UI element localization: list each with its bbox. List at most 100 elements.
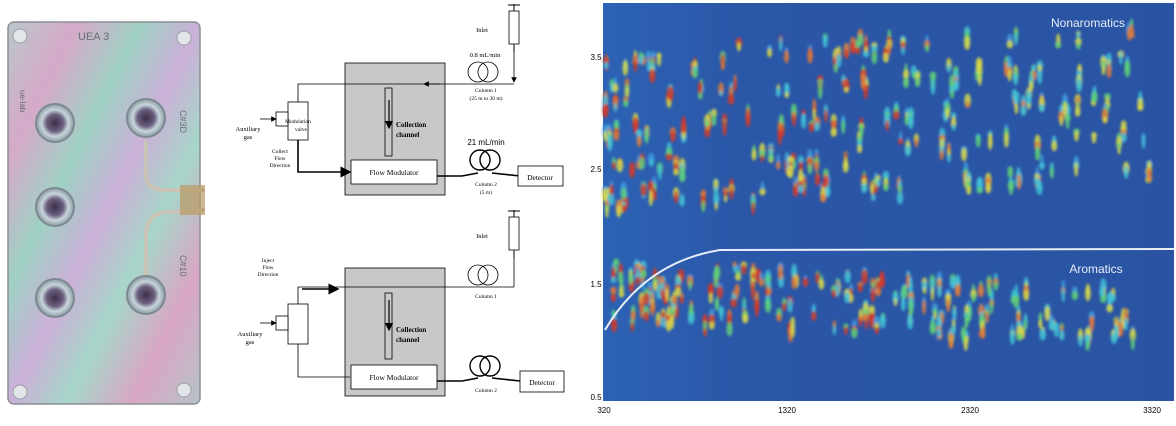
peak-spot — [841, 119, 846, 134]
peak-spot — [797, 155, 804, 165]
peak-spot — [755, 301, 759, 318]
peak-spot — [667, 86, 674, 101]
peak-spot — [723, 195, 728, 203]
peak-spot — [778, 264, 783, 280]
peak-spot — [844, 291, 850, 304]
peak-spot — [735, 287, 739, 300]
peak-spot — [633, 59, 638, 73]
corner-screw — [176, 382, 192, 398]
peak-spot — [857, 144, 863, 154]
peak-spot — [1099, 286, 1105, 297]
peak-spot — [608, 193, 615, 206]
peak-spot — [1049, 166, 1054, 179]
peak-spot — [1089, 317, 1095, 332]
peak-spot — [665, 288, 669, 302]
capillary-tubing — [144, 140, 205, 192]
peak-spot — [1091, 91, 1098, 103]
peak-spot — [766, 287, 772, 296]
peak-spot — [624, 86, 630, 98]
peak-spot — [1124, 62, 1131, 78]
peak-spot — [862, 313, 869, 322]
peak-spot — [636, 135, 642, 148]
peak-spot — [1017, 174, 1022, 190]
collect-direction-label: Flow — [274, 156, 285, 162]
peak-spot — [1062, 102, 1068, 117]
peak-spot — [1124, 165, 1129, 179]
peak-spot — [949, 276, 956, 289]
peak-spot — [966, 185, 972, 195]
peak-spot — [990, 300, 994, 314]
modulation-valve — [287, 303, 309, 345]
peak-spot — [808, 122, 815, 133]
peak-spot — [1034, 177, 1040, 186]
peak-spot — [937, 284, 942, 298]
flow-modulator-box — [350, 364, 438, 390]
peak-spot — [807, 163, 813, 175]
peak-spot — [779, 36, 783, 52]
peak-spot — [835, 282, 840, 297]
auxiliary-gas-label: gas — [246, 339, 255, 346]
peak-spot — [814, 121, 820, 132]
peak-spot — [950, 89, 954, 99]
peak-spot — [883, 183, 889, 192]
peak-spot — [1007, 69, 1012, 82]
auxiliary-gas-label: gas — [244, 134, 253, 141]
y-tick-label: 1.5 — [590, 280, 602, 289]
peak-spot — [1074, 106, 1081, 117]
column1-label: Column 1 — [475, 294, 497, 300]
detector-box — [517, 165, 564, 187]
peak-spot — [951, 124, 956, 131]
peak-spot — [784, 91, 789, 99]
peak-spot — [679, 173, 686, 183]
peak-spot — [652, 280, 657, 292]
inlet-syringe-icon — [508, 210, 520, 258]
peak-spot — [885, 119, 890, 132]
peak-spot — [961, 147, 967, 162]
port-fitting — [35, 103, 75, 143]
peak-spot — [719, 308, 724, 322]
peak-spot — [954, 288, 961, 297]
peak-spot — [610, 294, 616, 302]
peak-spot — [703, 327, 707, 337]
column1-coil — [467, 264, 489, 286]
peak-spot — [1013, 297, 1020, 309]
peak-spot — [851, 327, 858, 339]
peak-spot — [908, 283, 913, 294]
column2-coil — [469, 149, 491, 171]
peak-spot — [628, 274, 634, 285]
peak-spot — [648, 190, 653, 207]
column1-coil — [467, 61, 489, 83]
peak-spot — [651, 301, 655, 316]
peak-spot — [640, 183, 647, 197]
peak-spot — [679, 198, 685, 207]
peak-spot — [1038, 319, 1043, 329]
peak-spot — [987, 281, 992, 297]
peak-spot — [1039, 161, 1045, 170]
peak-spot — [948, 339, 954, 349]
peak-spot — [975, 135, 981, 148]
peak-spot — [876, 178, 881, 187]
peak-spot — [818, 278, 825, 290]
peak-spot — [1101, 65, 1106, 76]
peak-spot — [612, 83, 619, 93]
peak-spot — [1120, 132, 1127, 143]
peak-spot — [792, 185, 799, 197]
schematic-collect-mode: Inlet 0.8 mL/min Column 1 (25 m to 30 m)… — [236, 4, 564, 196]
peak-spot — [879, 314, 886, 329]
port-fitting — [35, 187, 75, 227]
peak-spot — [812, 107, 816, 121]
peak-spot — [623, 99, 629, 108]
peak-spot — [887, 41, 892, 55]
peak-spot — [1137, 104, 1144, 111]
peak-spot — [870, 193, 876, 201]
peak-spot — [922, 287, 927, 294]
peak-spot — [857, 33, 864, 47]
peak-spot — [850, 41, 856, 54]
peak-spot — [836, 53, 842, 68]
peak-spot — [613, 102, 618, 112]
peak-spot — [954, 77, 958, 91]
peak-spot — [669, 315, 675, 329]
peak-spot — [914, 77, 921, 88]
peak-spot — [947, 63, 951, 73]
modulation-valve-label: valve — [295, 127, 307, 133]
